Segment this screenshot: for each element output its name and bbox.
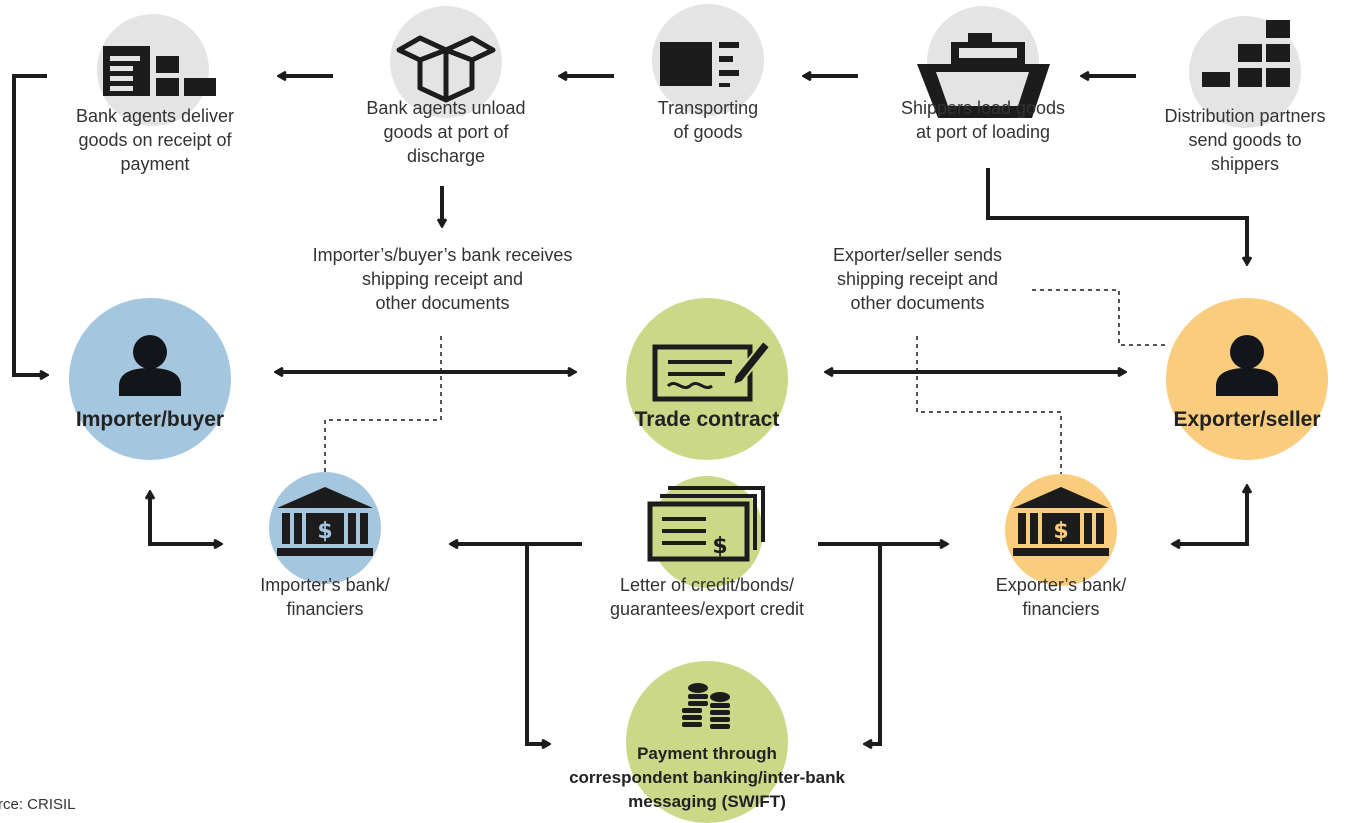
truck-icon: [660, 42, 739, 87]
letter-of-credit-icon: $: [647, 486, 765, 562]
bank-dollar-icon: $: [277, 487, 373, 556]
svg-text:$: $: [317, 519, 332, 544]
contract-label: Trade contract: [634, 408, 780, 431]
payment-circle: [626, 661, 788, 823]
cargo-ship-icon: [917, 33, 1050, 118]
svg-text:$: $: [1053, 519, 1068, 544]
open-box-icon: [396, 35, 496, 103]
payment-label: Payment through correspondent banking/in…: [569, 744, 845, 811]
bank-dollar-icon: $: [1013, 487, 1109, 556]
importer-label: Importer/buyer: [75, 408, 225, 431]
unload-label: Bank agents unload goods at port of disc…: [366, 98, 526, 166]
contract-circle: [626, 298, 788, 460]
exporter-sends-note: Exporter/seller sends shipping receipt a…: [832, 245, 1003, 313]
contract-signing-icon: [652, 339, 772, 402]
shippers-label: Shippers load goods at port of loading: [900, 98, 1066, 142]
warehouse-icon: [103, 46, 216, 96]
distribution-label: Distribution partners send goods to ship…: [1164, 106, 1326, 174]
exporter-label: Exporter/seller: [1173, 408, 1321, 431]
deliver-label: Bank agents deliver goods on receipt of …: [75, 106, 235, 174]
importer-bank-receives-note: Importer’s/buyer’s bank receives shippin…: [312, 245, 573, 313]
arrow-importer-importer-bank: [150, 493, 220, 544]
arrow-to-payment-left: [525, 544, 548, 744]
exporter-bank-label: Exporter’s bank/ financiers: [995, 575, 1127, 619]
dashed-exporter-sends: [1032, 289, 1167, 346]
transport-label: Transporting of goods: [657, 98, 759, 142]
arrow-exporter-exporter-bank: [1174, 487, 1247, 544]
arrow-deliver-to-importer: [12, 74, 47, 375]
lc-label: Letter of credit/bonds/ guarantees/expor…: [609, 575, 805, 619]
coin-stacks-icon: [682, 683, 730, 729]
dashed-exporter-docs: [916, 336, 1062, 474]
source-note: rce: CRISIL: [0, 796, 76, 813]
dashed-importer-docs: [324, 336, 442, 472]
person-icon: [119, 335, 181, 396]
arrow-to-payment-right: [866, 544, 882, 744]
svg-text:$: $: [712, 534, 727, 559]
document-links: [324, 289, 1167, 474]
flow-arrows: [12, 74, 1247, 744]
arrow-shippers-to-exporter: [986, 168, 1247, 263]
person-icon: [1216, 335, 1278, 396]
stacked-crates-icon: [1202, 20, 1290, 87]
importer-bank-label: Importer’s bank/ financiers: [260, 575, 390, 619]
deliver-circle: [97, 14, 209, 126]
